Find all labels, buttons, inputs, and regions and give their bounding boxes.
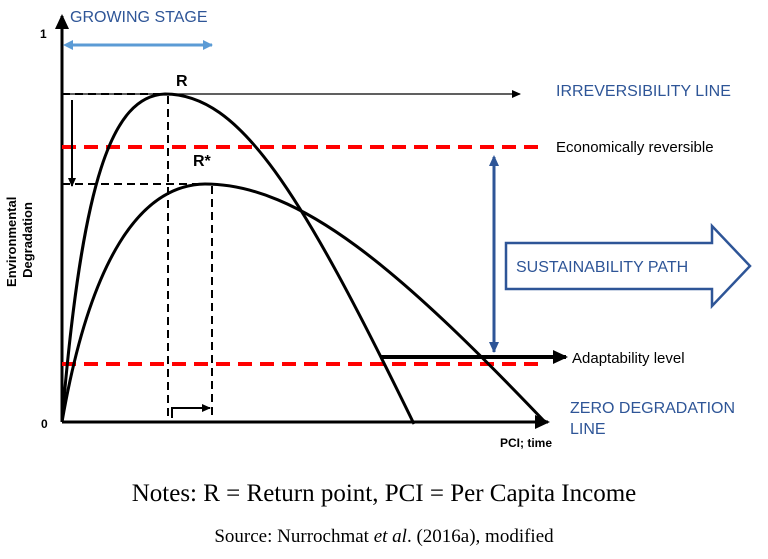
zero-degradation-label: ZERO DEGRADATION LINE	[570, 400, 740, 438]
curve-r-star	[60, 182, 547, 424]
rightward-shift-arrow	[171, 404, 211, 418]
source-italic: et al	[373, 526, 407, 547]
source-caption: Source: Nurrochmat et al. (2016a), modif…	[0, 526, 768, 548]
y-axis-top-tick: 1	[40, 27, 47, 41]
irreversibility-label: IRREVERSIBILITY LINE	[556, 83, 731, 100]
notes-text: R = Return point, PCI = Per Capita Incom…	[203, 480, 637, 507]
y-axis-label-line1: Environmental	[4, 197, 19, 287]
notes-caption: Notes: R = Return point, PCI = Per Capit…	[0, 480, 768, 508]
curve-r	[60, 92, 416, 425]
zero-degradation-label-line1: ZERO DEGRADATION	[570, 400, 735, 417]
environmental-degradation-diagram: 1 0 Environmental Degradation GROWING ST…	[4, 9, 752, 450]
x-axis-label: PCI; time	[500, 436, 552, 450]
point-r-star-label: R*	[193, 153, 212, 170]
point-r-label: R	[176, 73, 188, 90]
economically-reversible-label: Economically reversible	[556, 139, 714, 156]
sustainability-path-arrow	[504, 222, 752, 310]
y-axis-bottom-tick: 0	[41, 417, 48, 431]
growing-stage-label: GROWING STAGE	[70, 9, 207, 26]
y-axis-label-line2: Degradation	[20, 202, 35, 278]
adaptability-label: Adaptability level	[572, 350, 685, 367]
notes-prefix: Notes:	[131, 480, 204, 507]
source-suffix: . (2016a), modified	[406, 526, 554, 547]
zero-degradation-label-line2: LINE	[570, 421, 606, 438]
sustainability-path-label: SUSTAINABILITY PATH	[516, 259, 688, 276]
source-prefix: Source: Nurrochmat	[214, 526, 374, 547]
y-axis-label: Environmental Degradation	[4, 193, 35, 287]
